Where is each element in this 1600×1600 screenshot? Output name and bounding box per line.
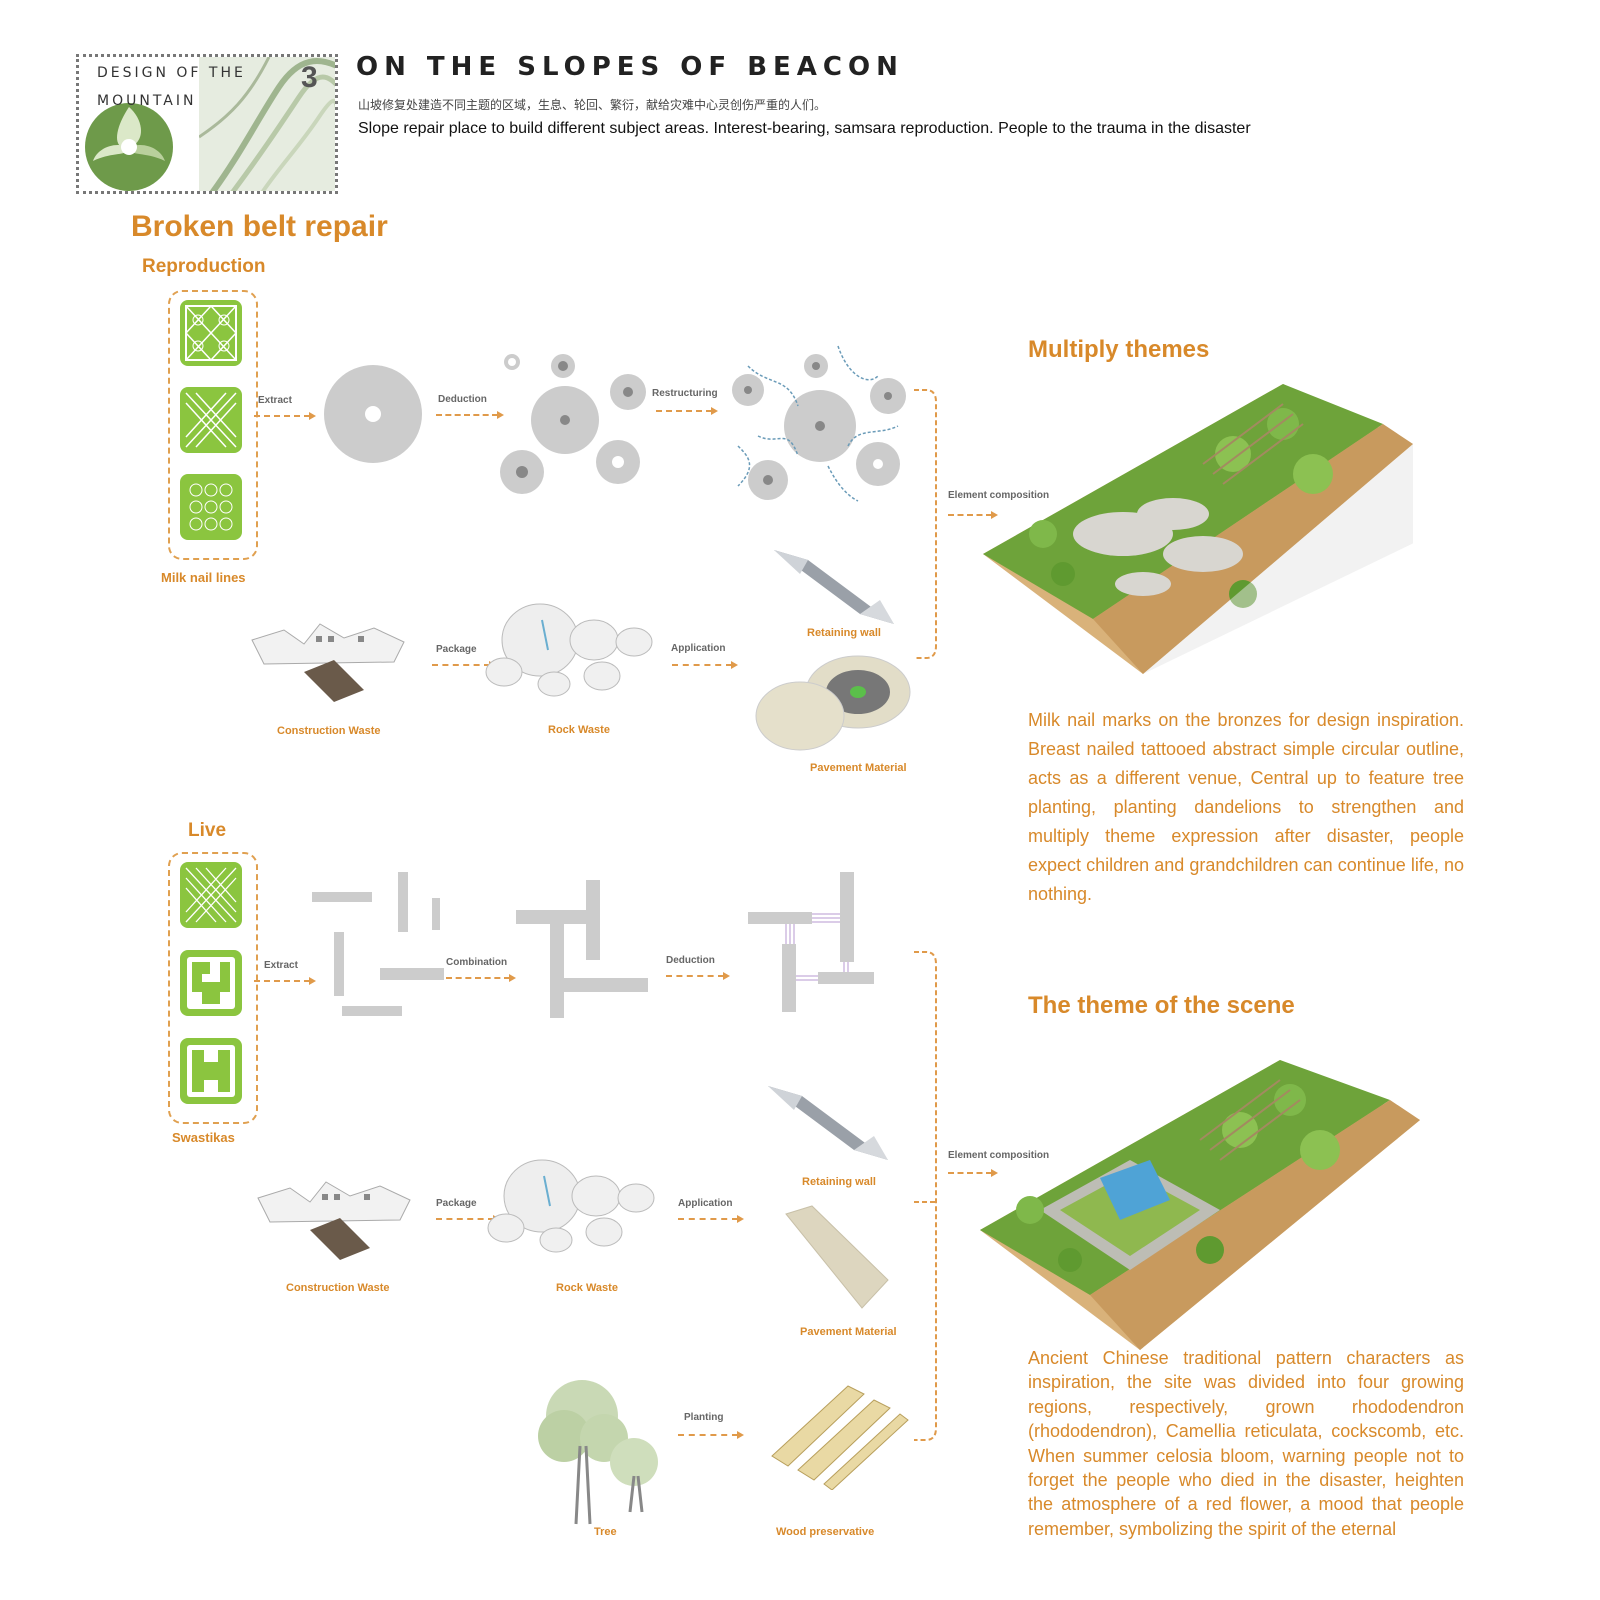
section-title: Broken belt repair (131, 210, 388, 243)
theme-of-scene-slope-render (980, 1060, 1420, 1350)
live-arrow-extract (254, 977, 316, 985)
header-badge: Design of the mountain 3 (76, 54, 338, 194)
arrow-composition-2 (948, 1169, 998, 1177)
construction-waste-caption-1: Construction Waste (277, 725, 381, 737)
milk-nail-pattern-tiles (180, 300, 242, 540)
combined-bar-shapes (516, 880, 648, 1018)
live-arrow-deduction (666, 972, 730, 980)
arrow-deduction (436, 411, 504, 419)
multiply-themes-title: Multiply themes (1028, 336, 1210, 363)
application-label-1: Application (671, 643, 726, 654)
element-composition-label-2: Element composition (948, 1150, 1050, 1161)
milk-nail-caption: Milk nail lines (161, 570, 246, 585)
theme-of-scene-title: The theme of the scene (1028, 992, 1295, 1019)
rock-waste-caption-2: Rock Waste (556, 1282, 618, 1294)
retaining-wall-caption-1: Retaining wall (807, 627, 881, 639)
retaining-wall-image-1 (774, 550, 894, 624)
deducted-bar-shapes (748, 872, 874, 1012)
retaining-wall-image-2 (768, 1086, 888, 1160)
page-title: On the slopes of beacon (356, 52, 904, 82)
step-restructuring-label: Restructuring (652, 388, 718, 399)
arrow-package-1 (432, 661, 496, 669)
multiply-themes-description: Milk nail marks on the bronzes for desig… (1028, 710, 1464, 904)
package-label-1: Package (436, 644, 477, 655)
arrow-composition-1 (948, 511, 998, 519)
green-circle-logo (85, 103, 173, 191)
swastika-pattern-group (168, 852, 258, 1124)
construction-waste-image (251, 623, 405, 702)
construction-waste-image-2 (257, 1181, 411, 1260)
page-subtitle-en: Slope repair place to build different su… (358, 120, 1251, 137)
planting-label: Planting (684, 1412, 724, 1423)
application-label-2: Application (678, 1198, 733, 1209)
arrow-combination (446, 974, 516, 982)
live-step-deduction-label: Deduction (666, 955, 715, 966)
arrow-application-1 (672, 661, 738, 669)
live-step-extract-label: Extract (264, 960, 298, 971)
live-title: Live (188, 820, 227, 841)
construction-waste-caption-2: Construction Waste (286, 1282, 390, 1294)
step-deduction-label: Deduction (438, 394, 487, 405)
extracted-circle-shape (324, 365, 422, 463)
rock-waste-image (485, 603, 653, 697)
restructured-circles (732, 345, 906, 502)
badge-title-line1: Design of the (97, 65, 246, 81)
mountain-sketch-image (199, 57, 335, 191)
tree-image (538, 1380, 658, 1525)
theme-of-scene-description: Ancient Chinese traditional pattern char… (1028, 1348, 1464, 1539)
milk-nail-pattern-group (168, 290, 258, 560)
swastika-caption: Swastikas (172, 1130, 235, 1145)
bracket-reproduction (914, 389, 937, 659)
retaining-wall-caption-2: Retaining wall (802, 1176, 876, 1188)
tree-caption: Tree (594, 1526, 617, 1538)
package-label-2: Package (436, 1198, 477, 1209)
pavement-material-caption-1: Pavement Material (810, 762, 907, 774)
multiply-themes-slope-render (983, 384, 1413, 674)
step-combination-label: Combination (446, 957, 508, 968)
pavement-material-image-2 (785, 1205, 889, 1309)
pavement-material-caption-2: Pavement Material (800, 1326, 897, 1338)
badge-title-line2: mountain (97, 93, 197, 109)
arrow-application-2 (678, 1215, 744, 1223)
arrow-restructuring (656, 407, 718, 415)
rock-waste-caption-1: Rock Waste (548, 724, 610, 736)
rock-waste-image-2 (487, 1159, 655, 1253)
arrow-planting (678, 1431, 744, 1439)
badge-number: 3 (301, 61, 318, 94)
element-composition-label-1: Element composition (948, 490, 1050, 501)
swastika-pattern-tiles (180, 862, 242, 1104)
extracted-bar-shapes (312, 872, 444, 1016)
wood-preservative-image (771, 1385, 909, 1490)
page-subtitle-cn: 山坡修复处建造不同主题的区域，生息、轮回、繁衍，献给灾难中心灵创伤严重的人们。 (358, 98, 827, 112)
arrow-extract (254, 412, 316, 420)
reproduction-title: Reproduction (142, 256, 266, 277)
pavement-material-image-1 (755, 655, 911, 751)
bracket-live (914, 951, 937, 1441)
deduction-circles (500, 354, 646, 494)
step-extract-label: Extract (258, 395, 292, 406)
wood-preservative-caption: Wood preservative (776, 1526, 875, 1538)
